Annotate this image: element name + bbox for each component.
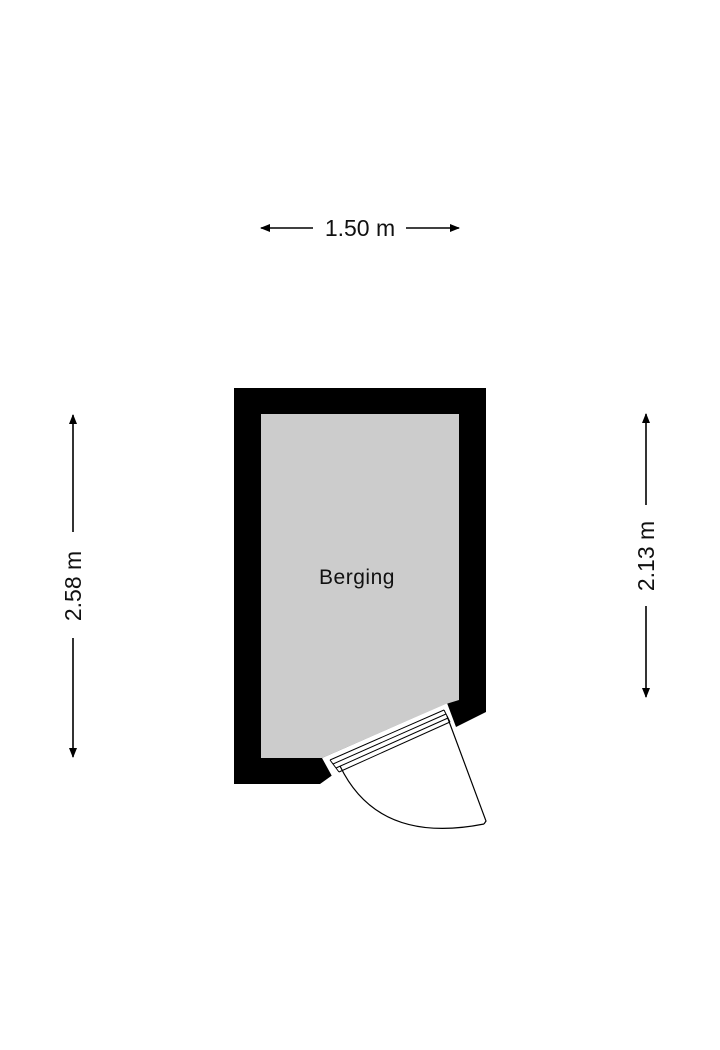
room-floor [261,414,459,758]
door-frame [329,709,451,773]
right-dimension-label: 2.13 m [633,521,659,591]
door-leaf [446,715,487,825]
left-dimension: 2.58 m [60,414,86,758]
door-swing [339,715,487,830]
room-label: Berging [319,566,395,589]
top-dimension-label: 1.50 m [325,215,395,241]
door-swing-arc [339,765,485,830]
left-dimension-label: 2.58 m [60,551,86,621]
right-dimension: 2.13 m [633,413,659,698]
top-dimension: 1.50 m [260,215,460,241]
